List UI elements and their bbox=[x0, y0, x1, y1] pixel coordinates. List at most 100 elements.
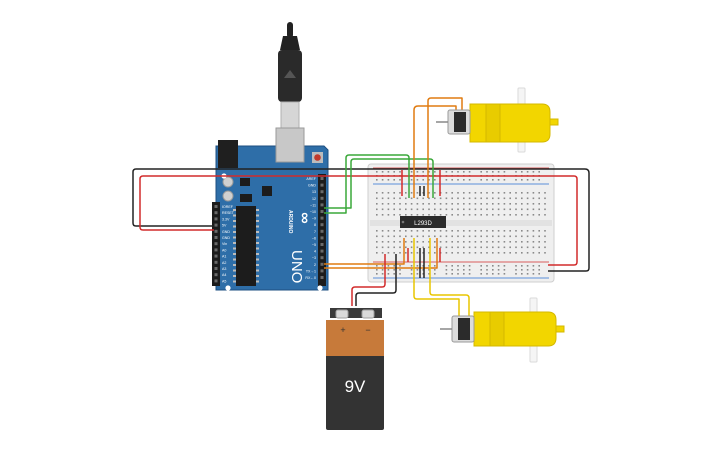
digital-pin-label: RX←0 bbox=[305, 276, 316, 280]
digital-pin-label: ~11 bbox=[310, 203, 316, 207]
digital-pin-label: ~6 bbox=[312, 236, 316, 240]
battery-terminal-positive bbox=[335, 309, 349, 319]
battery-voltage-label: 9V bbox=[345, 377, 366, 396]
digital-pin-label: 7 bbox=[314, 230, 316, 234]
power-pin-label: GND bbox=[222, 236, 230, 240]
wire-yellow-motor2-b[interactable] bbox=[429, 238, 470, 316]
digital-header-pins bbox=[320, 177, 324, 279]
digital-pin[interactable] bbox=[320, 196, 324, 200]
atmega-pins bbox=[233, 209, 259, 283]
power-pin[interactable] bbox=[214, 236, 218, 239]
wires bbox=[132, 97, 590, 316]
usb-controller-chip bbox=[262, 186, 272, 196]
wire-orange-motor1-b[interactable] bbox=[427, 97, 463, 198]
digital-pin[interactable] bbox=[320, 216, 324, 220]
digital-pin-label: 2 bbox=[314, 263, 316, 267]
power-pin-label: RESET bbox=[222, 211, 235, 215]
digital-pin[interactable] bbox=[320, 243, 324, 246]
power-pin[interactable] bbox=[214, 273, 218, 277]
digital-pin[interactable] bbox=[320, 210, 324, 213]
digital-pin-label: AREF bbox=[306, 177, 316, 181]
digital-pin[interactable] bbox=[320, 183, 324, 187]
digital-pin-label: 8 bbox=[314, 223, 316, 227]
digital-pin-label: ~9 bbox=[312, 217, 316, 221]
power-pin[interactable] bbox=[214, 254, 218, 258]
capacitor bbox=[222, 190, 234, 202]
capacitor bbox=[222, 176, 234, 188]
digital-pin[interactable] bbox=[320, 236, 324, 240]
digital-pin-label: ~10 bbox=[310, 210, 316, 214]
power-pin-label: A2 bbox=[222, 261, 226, 265]
power-pin-label: 5V bbox=[222, 224, 227, 228]
dc-motor-bottom[interactable] bbox=[440, 297, 565, 363]
digital-pin[interactable] bbox=[320, 190, 324, 194]
digital-pin-label: 4 bbox=[314, 250, 316, 254]
icsp-header bbox=[240, 194, 252, 202]
l293d-chip[interactable]: L293D bbox=[400, 216, 446, 228]
battery-minus-label: − bbox=[365, 325, 370, 335]
power-pin-label: A3 bbox=[222, 267, 226, 271]
power-pin[interactable] bbox=[214, 217, 218, 221]
digital-pin-label: 12 bbox=[312, 197, 316, 201]
battery-plus-label: + bbox=[340, 325, 345, 335]
digital-pin-label: GND bbox=[308, 184, 316, 188]
digital-pin-label: ~5 bbox=[312, 243, 316, 247]
digital-pin[interactable] bbox=[320, 269, 324, 273]
power-pin-label: 3.3V bbox=[222, 217, 230, 221]
wire-orange-motor1[interactable] bbox=[413, 105, 457, 198]
power-pin[interactable] bbox=[214, 267, 218, 270]
wire-yellow-motor2[interactable] bbox=[413, 238, 460, 316]
power-pin[interactable] bbox=[214, 223, 218, 227]
mounting-hole bbox=[225, 285, 231, 291]
power-analog-header-pins bbox=[214, 205, 218, 283]
chip-label: L293D bbox=[414, 221, 432, 227]
breadboard-center-channel bbox=[370, 220, 552, 226]
wire-green-pin12[interactable] bbox=[324, 154, 410, 214]
digital-pin[interactable] bbox=[320, 256, 324, 260]
dc-barrel-jack bbox=[218, 140, 238, 168]
power-pin-label: A1 bbox=[222, 255, 226, 259]
wire-green-pin11[interactable] bbox=[324, 158, 434, 209]
power-pin-label: Vin bbox=[222, 242, 227, 246]
power-pin-label: IOREF bbox=[222, 205, 234, 209]
arduino-uno-board[interactable]: ∞ ARDUINO UNO AREFGND1312~11~10~987~6~54… bbox=[212, 22, 329, 291]
power-pin[interactable] bbox=[214, 229, 218, 233]
power-pin-label: A4 bbox=[222, 273, 226, 277]
wire-orange-pin5[interactable] bbox=[324, 238, 405, 265]
arduino-logo-icon: ∞ bbox=[296, 212, 313, 223]
usb-b-socket bbox=[275, 127, 305, 163]
digital-pin[interactable] bbox=[320, 262, 324, 266]
wire-orange-pin6[interactable] bbox=[324, 238, 438, 269]
digital-pin[interactable] bbox=[320, 249, 324, 253]
power-pin[interactable] bbox=[214, 242, 218, 246]
power-pin[interactable] bbox=[214, 205, 218, 208]
wire-black-battery[interactable] bbox=[355, 254, 397, 306]
power-pin[interactable] bbox=[214, 211, 218, 215]
atmega-chip bbox=[236, 206, 256, 286]
arduino-brand-label: ARDUINO bbox=[287, 210, 293, 233]
wire-red-5v[interactable] bbox=[139, 175, 578, 266]
digital-pin[interactable] bbox=[320, 223, 324, 227]
dc-motor-top[interactable] bbox=[436, 87, 559, 153]
wire-red-battery[interactable] bbox=[351, 254, 386, 306]
power-pin-label: A5 bbox=[222, 279, 226, 283]
digital-pin[interactable] bbox=[320, 203, 324, 207]
battery-9v[interactable]: + − 9V bbox=[326, 308, 384, 430]
digital-pin-label: 13 bbox=[312, 190, 316, 194]
digital-pin[interactable] bbox=[320, 276, 324, 279]
power-pin-label: A0 bbox=[222, 248, 226, 252]
digital-pin[interactable] bbox=[320, 177, 324, 180]
power-pin[interactable] bbox=[214, 248, 218, 252]
wire-black-gnd[interactable] bbox=[132, 168, 590, 272]
power-pin[interactable] bbox=[214, 279, 218, 283]
usb-cable bbox=[278, 22, 302, 129]
battery-terminal-negative bbox=[361, 309, 375, 319]
power-pin[interactable] bbox=[214, 260, 218, 264]
regulator-chip bbox=[240, 178, 250, 186]
digital-pin-label: TX→1 bbox=[306, 269, 316, 273]
power-pin-label: GND bbox=[222, 230, 230, 234]
digital-pin[interactable] bbox=[320, 229, 324, 233]
